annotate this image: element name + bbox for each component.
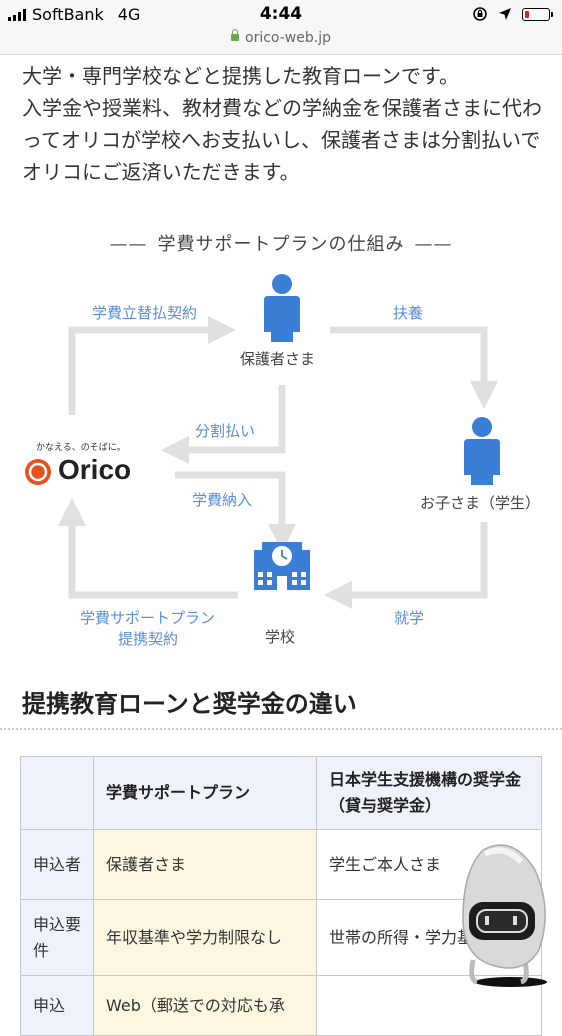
table-header-jasso: 日本学生支援機構の奨学金（貸与奨学金） [316,756,542,830]
flow-label-contract: 学費立替払契約 [92,304,198,322]
flow-label-installment: 分割払い [195,422,256,440]
title-dash-right: —— [414,234,453,255]
status-bar: SoftBank 4G 4:44 [0,0,562,30]
plan-cell: 保護者さま [93,829,317,900]
carrier-name: SoftBank [32,5,104,24]
node-guardian-label: 保護者さま [240,350,316,368]
table-header-empty [20,756,94,830]
plan-cell: Web（郵送での対応も承 [93,975,317,1036]
rotation-lock-icon [473,7,487,21]
flow-label-partnership-1: 学費サポートプラン [80,609,216,627]
plan-cell: 年収基準や学力制限なし [93,899,317,976]
flow-label-partnership-2: 提携契約 [118,630,179,648]
flow-label-tuition: 学費納入 [192,491,253,509]
location-icon [499,8,511,20]
guardian-person-icon [264,274,300,342]
school-building-icon [254,542,310,590]
network-type: 4G [117,5,141,24]
flow-label-support: 扶養 [393,304,424,322]
table-header-row: 学費サポートプラン 日本学生支援機構の奨学金（貸与奨学金） [20,756,542,830]
robot-mascot-icon[interactable] [455,840,555,990]
diagram-title: —— 学費サポートプランの仕組み —— [0,230,562,256]
child-person-icon [464,417,500,485]
flow-label-attendance: 就学 [394,609,425,627]
intro-line1: 大学・専門学校などと提携した教育ローンです。 [22,64,459,88]
lock-icon [231,29,240,41]
arrow-installment [161,385,286,464]
table-header-plan: 学費サポートプラン [93,756,317,830]
orico-logo-icon [25,459,51,485]
row-label: 申込者 [20,829,94,900]
arrow-contract [68,316,236,415]
title-dash-left: —— [109,234,148,255]
status-right [472,6,553,22]
intro-line2: 入学金や授業料、教材費などの学納金を保護者さまに代わってオリコが学校へお支払いし… [22,96,542,184]
battery-icon [522,7,553,21]
section-divider [0,728,562,730]
diagram-title-text: 学費サポートプランの仕組み [157,234,405,255]
orico-logo-text: Orico [58,454,132,485]
url-text: orico-web.jp [245,30,331,46]
row-label: 申込要件 [20,899,94,976]
arrow-support [330,326,498,409]
signal-icon [8,8,26,21]
arrow-partnership [58,498,238,599]
node-school-label: 学校 [265,628,296,646]
diagram-arrows [25,274,500,609]
section-heading: 提携教育ローンと奨学金の違い [22,690,357,718]
row-label: 申込 [20,975,94,1036]
orico-tagline: かなえる、のそばに。 [36,443,126,453]
flow-diagram: 学費立替払契約 扶養 分割払い 学費納入 就学 学費サポートプラン 提携契約 保… [0,260,562,660]
node-child-label: お子さま（学生） [420,494,541,512]
intro-text: 大学・専門学校などと提携した教育ローンです。 入学金や授業料、教材費などの学納金… [22,60,552,188]
status-time: 4:44 [259,4,303,24]
table-row: 申込者 保護者さま 学生ご本人さま [20,829,542,900]
url-bar[interactable]: orico-web.jp [0,29,562,55]
arrow-attendance [324,522,488,609]
status-left: SoftBank 4G [8,5,140,24]
arrow-tuition [175,471,296,552]
